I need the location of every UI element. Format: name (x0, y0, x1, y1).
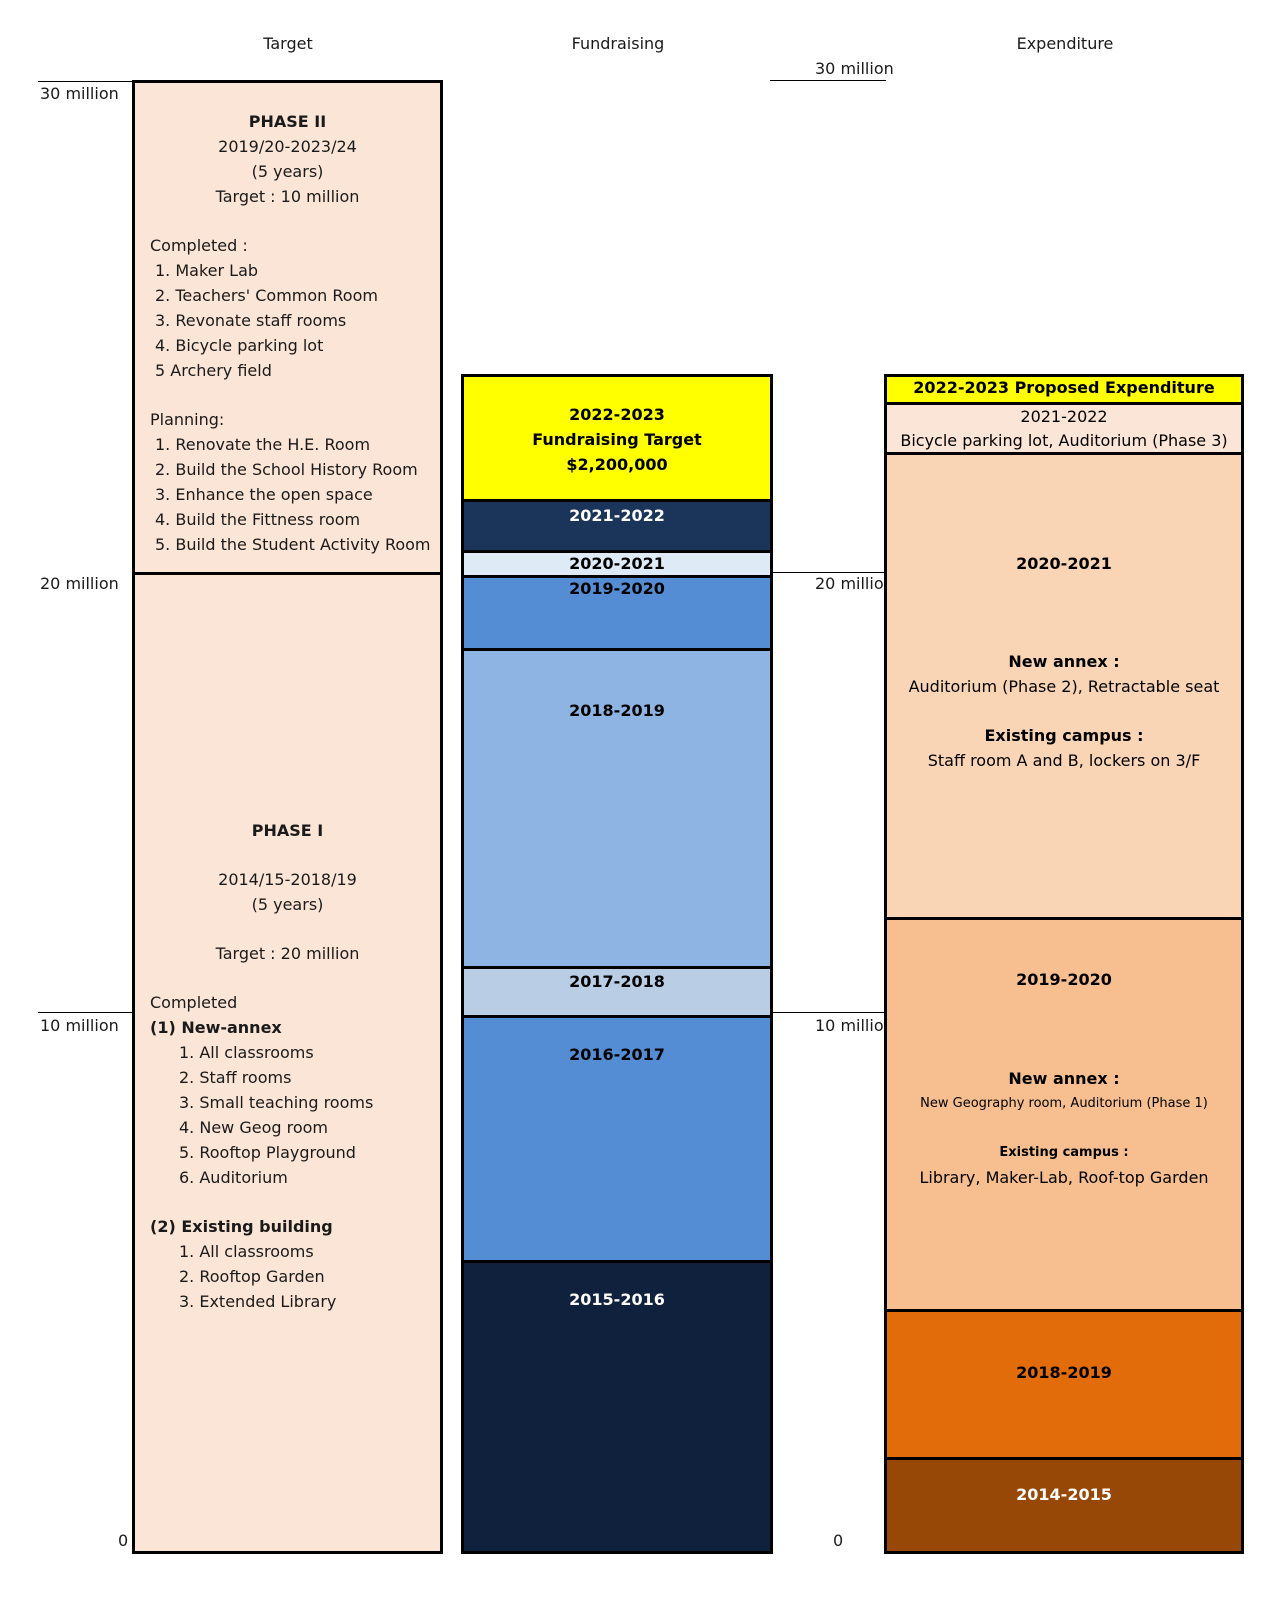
fund-target-year: 2022-2023 (569, 405, 665, 424)
mid-tick-line-20 (770, 572, 886, 573)
phase1-group2-label: (2) Existing building (150, 1217, 333, 1236)
fund-segment-2022-2023: 2022-2023 Fundraising Target $2,200,000 (464, 377, 770, 499)
exp-1920-existing: Library, Maker-Lab, Roof-top Garden (919, 1168, 1209, 1187)
exp-1415-year: 2014-2015 (1016, 1485, 1112, 1504)
exp-2021-year: 2020-2021 (1016, 554, 1112, 573)
phase2-completed-item: 3. Revonate staff rooms (155, 311, 347, 330)
fund-segment-2016-2017: 2016-2017 (464, 1015, 770, 1260)
mid-tick-30: 30 million (815, 59, 894, 78)
left-tick-0: 0 (118, 1531, 129, 1550)
fund-year-label: 2021-2022 (569, 506, 665, 525)
mid-tick-line-30 (770, 80, 886, 81)
exp-proposed-label: 2022-2023 Proposed Expenditure (913, 378, 1215, 397)
phase2-completed-item: 5 Archery field (155, 361, 272, 380)
exp-1920-existing-label: Existing campus : (999, 1145, 1129, 1160)
fund-year-label: 2016-2017 (569, 1045, 665, 1064)
phase1-group1-label: (1) New-annex (150, 1018, 282, 1037)
fund-segment-2020-2021: 2020-2021 (464, 550, 770, 575)
phase2-planning-item: 4. Build the Fittness room (155, 510, 361, 529)
mid-tick-line-10 (770, 1012, 886, 1013)
exp-1920-year: 2019-2020 (1016, 970, 1112, 989)
phase2-years: (5 years) (251, 162, 324, 181)
phase1-group2-item: 1. All classrooms (179, 1242, 314, 1261)
fundraising-header: Fundraising (571, 34, 665, 53)
exp-segment-2018-2019: 2018-2019 (887, 1309, 1241, 1457)
phase1-group1-item: 2. Staff rooms (179, 1068, 292, 1087)
target-bar: PHASE II 2019/20-2023/24 (5 years) Targe… (132, 80, 443, 1554)
phase2-completed-label: Completed : (150, 236, 248, 255)
phase1-group1-item: 5. Rooftop Playground (179, 1143, 356, 1162)
phase2-title: PHASE II (248, 112, 327, 131)
phase2-completed-item: 1. Maker Lab (155, 261, 259, 280)
exp-segment-2014-2015: 2014-2015 (887, 1457, 1241, 1551)
phase1-group1-item: 4. New Geog room (179, 1118, 328, 1137)
phase2-planning-label: Planning: (150, 410, 225, 429)
expenditure-bar: 2022-2023 Proposed Expenditure 2021-2022… (884, 374, 1244, 1554)
fund-year-label: 2018-2019 (569, 701, 665, 720)
phase1-years: (5 years) (251, 895, 324, 914)
expenditure-header: Expenditure (1016, 34, 1114, 53)
fund-target-label: Fundraising Target (532, 430, 702, 449)
exp-1819-year: 2018-2019 (1016, 1363, 1112, 1382)
left-tick-line-10 (38, 1012, 134, 1013)
exp-2122-desc: Bicycle parking lot, Auditorium (Phase 3… (900, 431, 1228, 450)
exp-2021-newannex: Auditorium (Phase 2), Retractable seat (908, 677, 1220, 696)
fundraising-bar: 2022-2023 Fundraising Target $2,200,000 … (461, 374, 773, 1554)
phase2-planning-item: 3. Enhance the open space (155, 485, 373, 504)
phase1-target: Target : 20 million (215, 944, 360, 963)
fund-year-label: 2015-2016 (569, 1290, 665, 1309)
phase2-target: Target : 10 million (215, 187, 360, 206)
fund-year-label: 2020-2021 (569, 554, 665, 573)
exp-2122-year: 2021-2022 (1020, 407, 1108, 426)
fund-year-label: 2019-2020 (569, 579, 665, 598)
phase1-period: 2014/15-2018/19 (218, 870, 357, 889)
left-tick-line-30 (38, 81, 134, 82)
phase2-planning-item: 1. Renovate the H.E. Room (155, 435, 371, 454)
phase1-group2-item: 2. Rooftop Garden (179, 1267, 325, 1286)
left-tick-20: 20 million (40, 574, 119, 593)
phase1-group1-item: 3. Small teaching rooms (179, 1093, 374, 1112)
exp-segment-2022-2023: 2022-2023 Proposed Expenditure (887, 377, 1241, 402)
phase2-planning-item: 2. Build the School History Room (155, 460, 418, 479)
exp-2021-existing: Staff room A and B, lockers on 3/F (927, 751, 1201, 770)
phase2-period: 2019/20-2023/24 (218, 137, 357, 156)
phase2-segment: PHASE II 2019/20-2023/24 (5 years) Targe… (135, 83, 440, 575)
phase2-completed-item: 2. Teachers' Common Room (155, 286, 378, 305)
mid-tick-0: 0 (833, 1531, 844, 1550)
phase2-planning-item: 5. Build the Student Activity Room (155, 535, 431, 554)
fund-segment-2017-2018: 2017-2018 (464, 966, 770, 1015)
fund-year-label: 2017-2018 (569, 972, 665, 991)
left-tick-10: 10 million (40, 1016, 119, 1035)
exp-2021-existing-label: Existing campus : (984, 726, 1144, 745)
left-tick-30: 30 million (40, 84, 119, 103)
exp-1920-newannex-label: New annex : (1008, 1069, 1120, 1088)
fund-segment-2018-2019: 2018-2019 (464, 648, 770, 966)
exp-segment-2019-2020: 2019-2020 New annex : New Geography room… (887, 917, 1241, 1309)
phase1-group1-item: 1. All classrooms (179, 1043, 314, 1062)
fund-segment-2015-2016: 2015-2016 (464, 1260, 770, 1551)
phase1-segment: PHASE I 2014/15-2018/19 (5 years) Target… (135, 572, 440, 1551)
phase1-title: PHASE I (251, 821, 324, 840)
exp-segment-2021-2022: 2021-2022 Bicycle parking lot, Auditoriu… (887, 402, 1241, 452)
fund-segment-2019-2020: 2019-2020 (464, 575, 770, 648)
fund-target-amount: $2,200,000 (566, 455, 668, 474)
phase1-group2-item: 3. Extended Library (179, 1292, 337, 1311)
exp-2021-newannex-label: New annex : (1008, 652, 1120, 671)
mid-tick-10: 10 million (815, 1016, 894, 1035)
fund-segment-2021-2022: 2021-2022 (464, 499, 770, 550)
phase1-group1-item: 6. Auditorium (179, 1168, 288, 1187)
mid-tick-20: 20 million (815, 574, 894, 593)
target-header: Target (263, 34, 313, 53)
phase2-completed-item: 4. Bicycle parking lot (155, 336, 324, 355)
exp-segment-2020-2021: 2020-2021 New annex : Auditorium (Phase … (887, 452, 1241, 917)
phase1-completed-label: Completed (150, 993, 238, 1012)
exp-1920-newannex: New Geography room, Auditorium (Phase 1) (920, 1096, 1208, 1111)
